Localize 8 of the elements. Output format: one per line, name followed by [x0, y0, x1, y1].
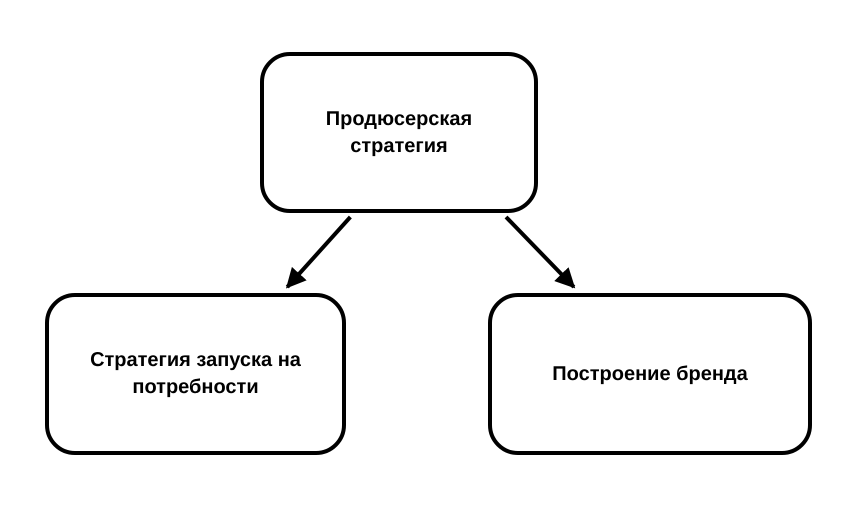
arrow	[504, 216, 576, 288]
node-label: Построение бренда	[552, 362, 748, 386]
rounded-box	[45, 293, 346, 455]
node-label: Продюсерская стратегия	[324, 106, 474, 158]
rounded-box	[488, 293, 812, 455]
node-label: Стратегия запуска на потребности	[89, 348, 302, 400]
rounded-box	[260, 52, 538, 213]
arrow	[286, 216, 352, 288]
